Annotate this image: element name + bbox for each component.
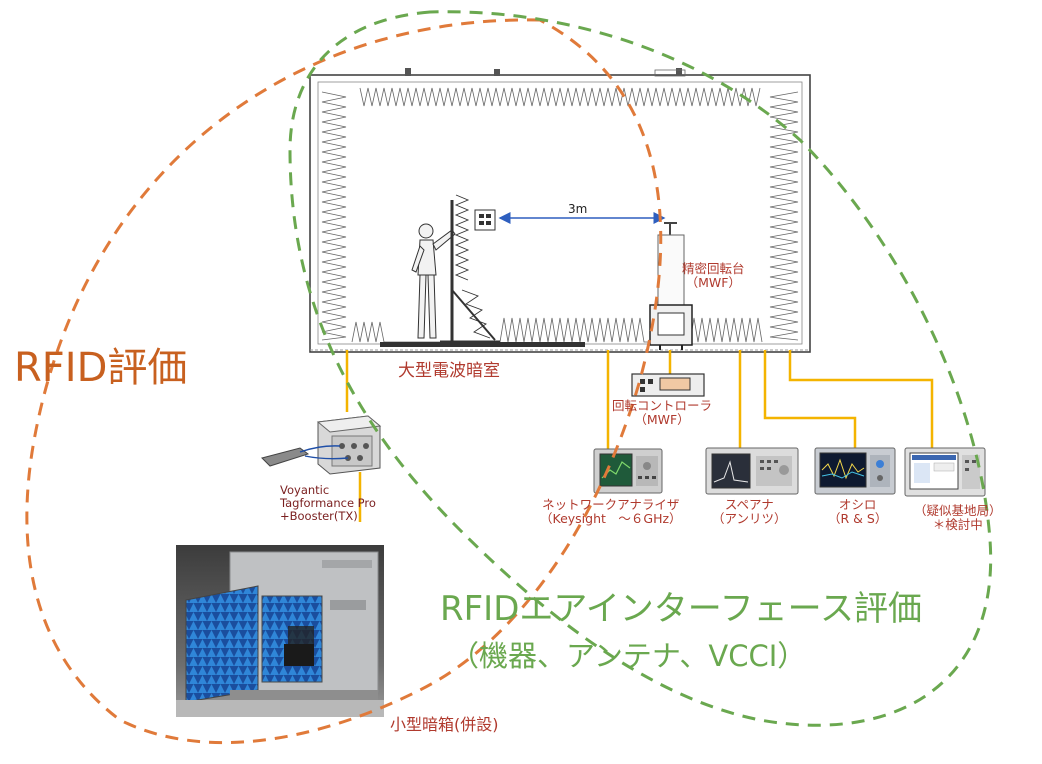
voyantic-label-line3: +Booster(TX) bbox=[280, 509, 358, 524]
base-station-label: （疑似基地局） ＊検討中 bbox=[914, 503, 1002, 533]
rfid-eval-title: RFID評価 bbox=[14, 345, 188, 391]
air-interface-title: RFIDエアインターフェース評価 bbox=[440, 589, 922, 629]
mannequin-figure bbox=[411, 223, 456, 339]
base-station-label-line1: （疑似基地局） bbox=[914, 503, 1002, 518]
absorber-right-wall bbox=[769, 91, 799, 341]
absorber-left-wall bbox=[321, 91, 347, 341]
oscilloscope-label-line2: （R & S） bbox=[828, 511, 888, 527]
turntable-label-line1: 精密回転台 bbox=[682, 261, 745, 276]
oscilloscope-label-line1: オシロ bbox=[838, 497, 877, 512]
rotation-controller-label: 回転コントローラ （MWF） bbox=[612, 398, 713, 428]
turntable-label: 精密回転台 （MWF） bbox=[682, 261, 745, 291]
air-interface-subtitle: （機器、アンテナ、VCCI） bbox=[450, 639, 807, 673]
pseudo-base-station-device[interactable] bbox=[904, 447, 986, 497]
spectrum-analyzer-label-line1: スペアナ bbox=[724, 497, 774, 512]
distance-label: 3m bbox=[568, 202, 588, 216]
network-analyzer-label-line1: ネットワークアナライザ bbox=[542, 497, 680, 512]
turntable-label-line2: （MWF） bbox=[685, 275, 741, 291]
voyantic-label-line1: Voyantic bbox=[280, 483, 330, 497]
base-station-label-line2: ＊検討中 bbox=[932, 517, 983, 533]
spectrum-analyzer-label: スペアナ （アンリツ） bbox=[712, 497, 787, 527]
spectrum-analyzer-device[interactable] bbox=[705, 447, 799, 495]
voyantic-label: Voyantic Tagformance Pro +Booster(TX) bbox=[280, 483, 376, 524]
oscilloscope-label: オシロ （R & S） bbox=[828, 497, 888, 527]
rfid-air-interface-outline bbox=[288, 10, 993, 727]
small-chamber-label: 小型暗箱(併設) bbox=[390, 715, 499, 734]
rotation-controller-label-line1: 回転コントローラ bbox=[612, 398, 713, 413]
absorber-ceiling bbox=[359, 87, 761, 107]
network-analyzer-device[interactable] bbox=[593, 448, 663, 494]
network-analyzer-label: ネットワークアナライザ （Keysight ～６GHz） bbox=[540, 497, 682, 527]
large-anechoic-chamber bbox=[309, 68, 811, 353]
rotation-controller-label-line2: （MWF） bbox=[634, 412, 690, 428]
voyantic-label-line2: Tagformance Pro bbox=[280, 496, 376, 511]
network-analyzer-label-line2: （Keysight ～６GHz） bbox=[540, 511, 682, 527]
precision-turntable bbox=[649, 222, 693, 350]
oscilloscope-device[interactable] bbox=[814, 447, 896, 495]
antenna-stand bbox=[440, 194, 500, 344]
absorber-floor bbox=[351, 317, 763, 343]
small-anechoic-box-photo bbox=[176, 545, 384, 717]
spectrum-analyzer-label-line2: （アンリツ） bbox=[712, 511, 787, 527]
chamber-label: 大型電波暗室 bbox=[398, 361, 500, 381]
voyantic-tagformance-device[interactable] bbox=[261, 415, 382, 475]
rotation-controller-device[interactable] bbox=[631, 373, 705, 397]
